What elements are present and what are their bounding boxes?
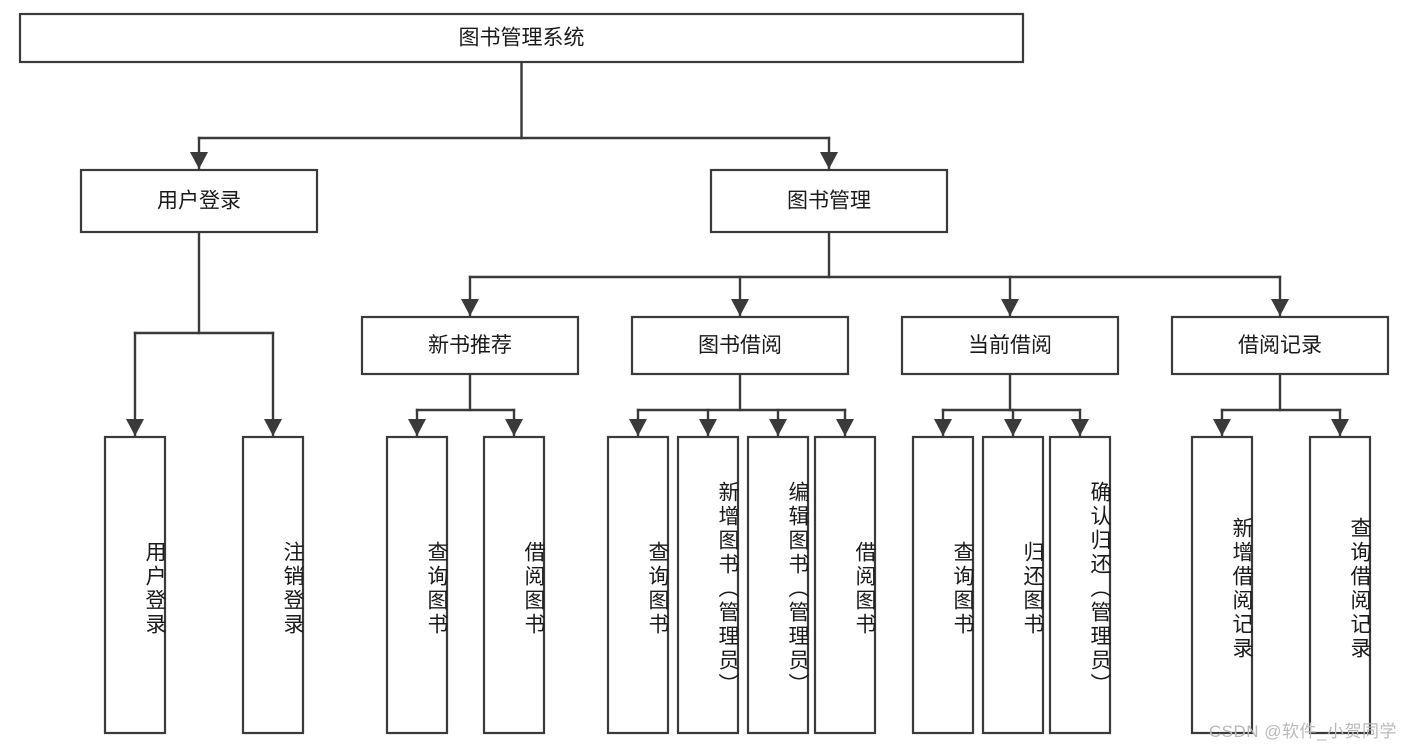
arrowhead-borrow-record-to-leaf-add-record xyxy=(1213,419,1231,436)
arrowhead-bookmanage-to-new-book-recommend xyxy=(461,299,479,316)
arrowhead-current-borrow-to-leaf-return-book xyxy=(1004,419,1022,436)
arrowhead-new-book-recommend-to-leaf-borrow-book-1 xyxy=(505,419,523,436)
arrowhead-book-borrow-to-leaf-borrow-book-2 xyxy=(836,419,854,436)
arrowhead-current-borrow-to-leaf-query-book-3 xyxy=(934,419,952,436)
label-user-login: 用户登录 xyxy=(157,190,241,213)
label-current-borrow: 当前借阅 xyxy=(968,334,1052,357)
leaf-leaf-add-book[interactable] xyxy=(676,435,740,735)
node-user-login[interactable] xyxy=(79,168,319,234)
label-book-borrow: 图书借阅 xyxy=(698,334,782,357)
node-new-book-recommend[interactable] xyxy=(360,315,580,376)
arrowhead-user-login-to-leaf-logout xyxy=(264,419,282,436)
leaf-leaf-query-book-3[interactable] xyxy=(911,435,975,735)
arrowhead-root-to-book-manage xyxy=(820,152,838,169)
leaf-leaf-logout[interactable] xyxy=(241,435,305,735)
arrowhead-borrow-record-to-leaf-query-record xyxy=(1331,419,1349,436)
node-borrow-record[interactable] xyxy=(1170,315,1390,376)
connector-layer xyxy=(126,60,1349,437)
node-book-borrow[interactable] xyxy=(630,315,850,376)
box-layer xyxy=(18,12,1390,735)
leaf-leaf-borrow-book-2[interactable] xyxy=(813,435,877,735)
arrowhead-book-borrow-to-leaf-edit-book xyxy=(769,419,787,436)
label-root: 图书管理系统 xyxy=(459,27,585,50)
watermark-text: CSDN @软件_小贺同学 xyxy=(1208,722,1397,741)
arrowhead-root-to-user-login xyxy=(190,152,208,169)
leaf-leaf-query-book-2[interactable] xyxy=(606,435,670,735)
arrowhead-book-borrow-to-leaf-add-book xyxy=(699,419,717,436)
leaf-leaf-confirm-return[interactable] xyxy=(1048,435,1112,735)
arrowhead-new-book-recommend-to-leaf-query-book-1 xyxy=(408,419,426,436)
label-book-manage: 图书管理 xyxy=(787,190,871,213)
arrowhead-current-borrow-to-leaf-confirm-return xyxy=(1071,419,1089,436)
arrowhead-bookmanage-to-book-borrow xyxy=(731,299,749,316)
node-book-manage[interactable] xyxy=(709,168,949,234)
leaf-leaf-borrow-book-1[interactable] xyxy=(482,435,546,735)
leaf-leaf-user-login[interactable] xyxy=(103,435,167,735)
arrowhead-bookmanage-to-current-borrow xyxy=(1001,299,1019,316)
label-borrow-record: 借阅记录 xyxy=(1238,334,1322,357)
arrowhead-book-borrow-to-leaf-query-book-2 xyxy=(629,419,647,436)
leaf-leaf-edit-book[interactable] xyxy=(746,435,810,735)
arrowhead-user-login-to-leaf-user-login xyxy=(126,419,144,436)
leaf-leaf-query-book-1[interactable] xyxy=(385,435,449,735)
node-current-borrow[interactable] xyxy=(900,315,1120,376)
leaf-leaf-add-record[interactable] xyxy=(1190,435,1254,735)
label-new-book-recommend: 新书推荐 xyxy=(428,334,512,357)
leaf-leaf-return-book[interactable] xyxy=(981,435,1045,735)
arrowhead-bookmanage-to-borrow-record xyxy=(1271,299,1289,316)
leaf-leaf-query-record[interactable] xyxy=(1308,435,1372,735)
node-root[interactable] xyxy=(18,12,1025,64)
